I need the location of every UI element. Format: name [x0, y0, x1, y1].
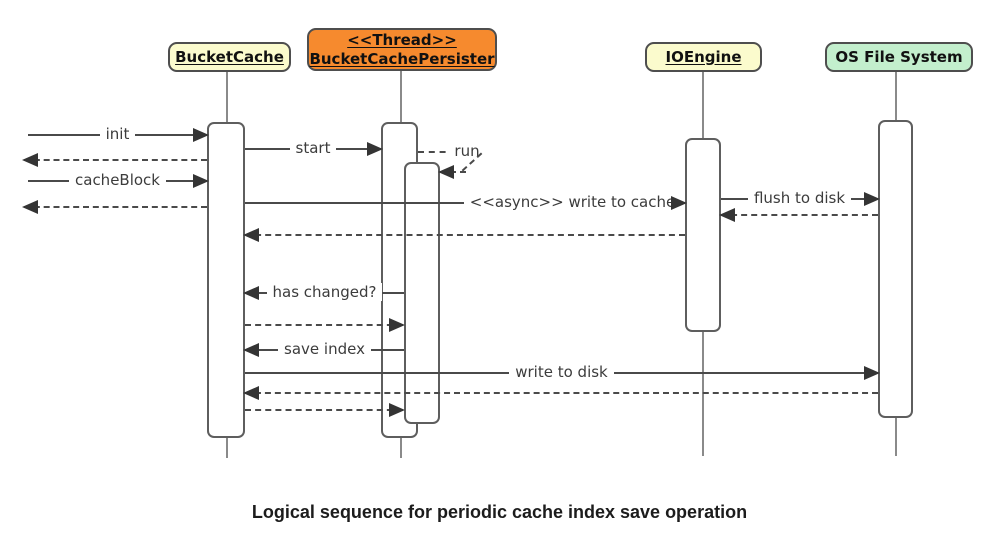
arrow-right-icon: [367, 142, 383, 156]
message-label: flush to disk: [721, 188, 878, 209]
message-line: [24, 206, 207, 208]
message-line: [245, 324, 403, 326]
arrow-left-icon: [243, 386, 259, 400]
message-line: [418, 151, 478, 153]
arrow-right-icon: [389, 403, 405, 417]
actor-label: OS File System: [835, 47, 963, 66]
actor-label: BucketCache: [175, 47, 284, 66]
actor-os-file-system: OS File System: [825, 42, 973, 72]
arrow-left-icon: [243, 286, 259, 300]
message-label: has changed?: [245, 282, 404, 303]
message-label: run: [440, 141, 494, 162]
message-label: write to disk: [245, 362, 878, 383]
message-line: [245, 234, 685, 236]
activation-bar-persister-nested: [404, 162, 440, 424]
arrow-left-icon: [438, 165, 454, 179]
arrow-left-icon: [22, 153, 38, 167]
message-line: [721, 214, 878, 216]
arrow-right-icon: [671, 196, 687, 210]
arrow-left-icon: [243, 343, 259, 357]
arrow-right-icon: [864, 192, 880, 206]
arrow-left-icon: [243, 228, 259, 242]
actor-label: IOEngine: [665, 47, 742, 66]
message-label: save index: [245, 339, 404, 360]
activation-bar-ioengine: [685, 138, 721, 332]
arrow-right-icon: [864, 366, 880, 380]
arrow-right-icon: [389, 318, 405, 332]
arrow-right-icon: [193, 174, 209, 188]
message-label: init: [28, 124, 207, 145]
arrow-right-icon: [193, 128, 209, 142]
diagram-caption: Logical sequence for periodic cache inde…: [251, 502, 748, 522]
activation-bar-os-file-system: [878, 120, 913, 418]
actor-bucketcachepersister: <<Thread>> BucketCachePersister: [307, 28, 497, 71]
message-label: start: [245, 138, 381, 159]
message-line: [24, 159, 207, 161]
message-label: <<async>> write to cache: [450, 192, 695, 213]
message-line: [245, 392, 878, 394]
actor-stereotype: <<Thread>>: [347, 30, 457, 49]
arrow-left-icon: [719, 208, 735, 222]
actor-bucketcache: BucketCache: [168, 42, 291, 72]
arrow-left-icon: [22, 200, 38, 214]
message-label: cacheBlock: [28, 170, 207, 191]
message-line: [245, 409, 403, 411]
actor-ioengine: IOEngine: [645, 42, 762, 72]
activation-bar-bucketcache: [207, 122, 245, 438]
actor-label: BucketCachePersister: [309, 49, 495, 68]
